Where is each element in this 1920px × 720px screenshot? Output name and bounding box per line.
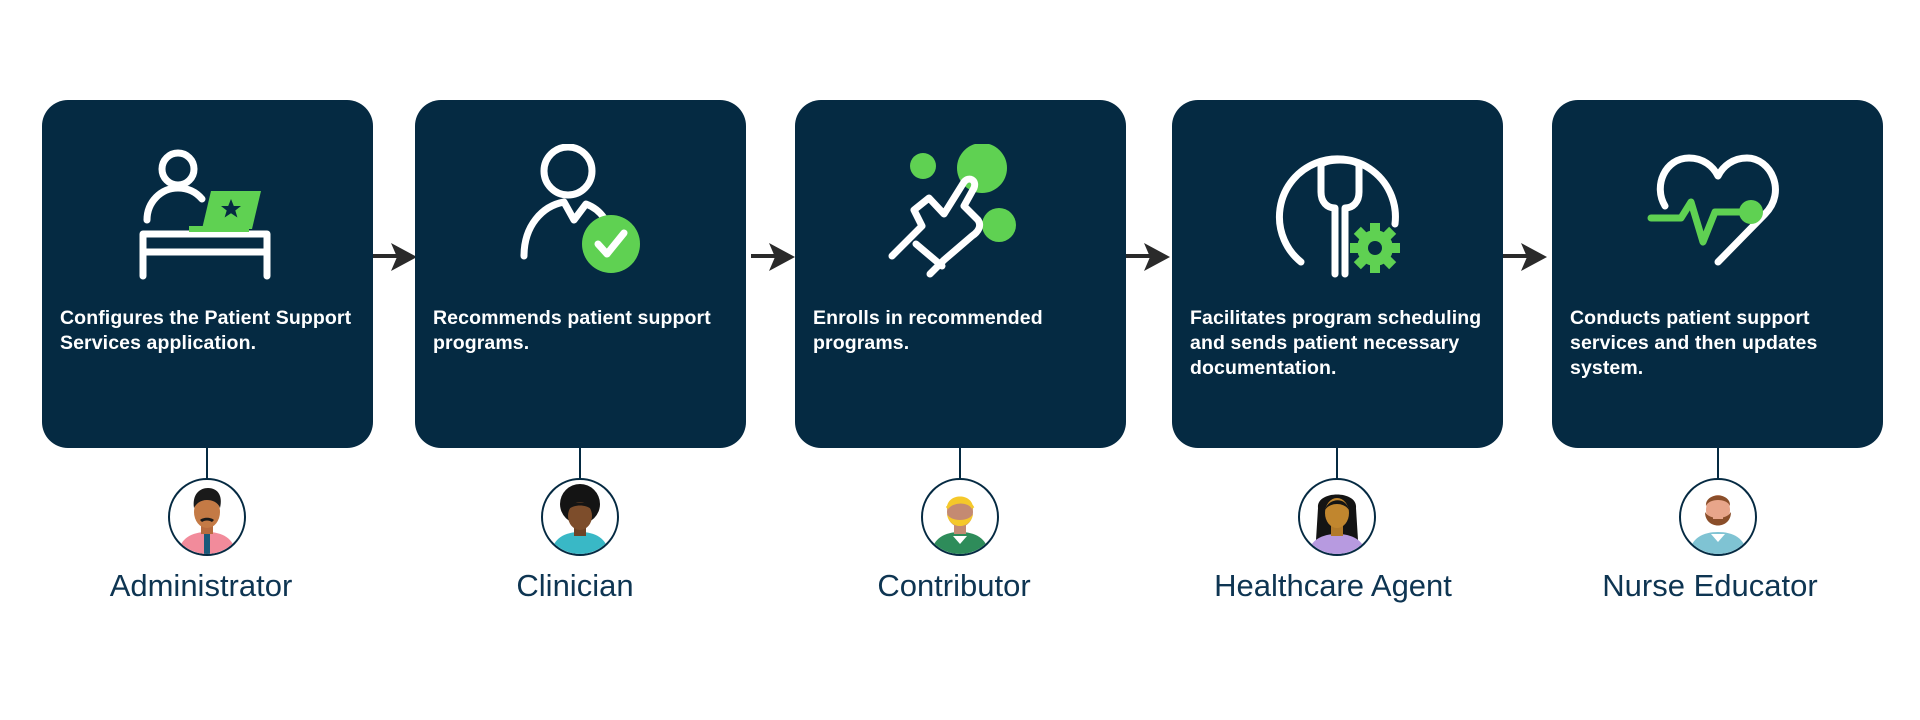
step-description: Conducts patient support services and th… (1570, 307, 1818, 379)
avatar-connector (1717, 448, 1719, 480)
flow-arrow (1503, 241, 1547, 273)
nurse-educator-avatar (1679, 478, 1757, 556)
step-description: Recommends patient support programs. (433, 307, 711, 354)
clinician-avatar (541, 478, 619, 556)
role-label-contributor: Contributor (877, 568, 1031, 603)
role-label-clinician: Clinician (516, 568, 634, 603)
flow-arrow (373, 241, 417, 273)
contributor-avatar (921, 478, 999, 556)
role-label-nurse-educator: Nurse Educator (1602, 568, 1818, 603)
step-card-contributor: Enrolls in recommended programs. (795, 100, 1126, 448)
wrench-gear-icon (1263, 144, 1413, 284)
flow-arrow (1126, 241, 1170, 273)
step-description: Configures the Patient Support Services … (60, 307, 352, 354)
avatar-connector (206, 448, 208, 480)
flow-arrow (751, 241, 795, 273)
administrator-avatar (168, 478, 246, 556)
step-card-clinician: Recommends patient support programs. (415, 100, 746, 448)
role-label-healthcare-agent: Healthcare Agent (1214, 568, 1452, 603)
user-at-laptop-star-icon (133, 144, 283, 284)
step-card-healthcare-agent: Facilitates program scheduling and sends… (1172, 100, 1503, 448)
role-label-administrator: Administrator (109, 568, 293, 603)
step-description: Enrolls in recommended programs. (813, 307, 1043, 354)
avatar-connector (959, 448, 961, 480)
hand-tap-icon (886, 144, 1036, 284)
step-card-administrator: Configures the Patient Support Services … (42, 100, 373, 448)
step-card-nurse-educator: Conducts patient support services and th… (1552, 100, 1883, 448)
avatar-connector (579, 448, 581, 480)
heart-pulse-icon (1643, 144, 1793, 284)
user-check-icon (506, 144, 656, 284)
avatar-connector (1336, 448, 1338, 480)
healthcare-agent-avatar (1298, 478, 1376, 556)
step-description: Facilitates program scheduling and sends… (1190, 307, 1482, 379)
